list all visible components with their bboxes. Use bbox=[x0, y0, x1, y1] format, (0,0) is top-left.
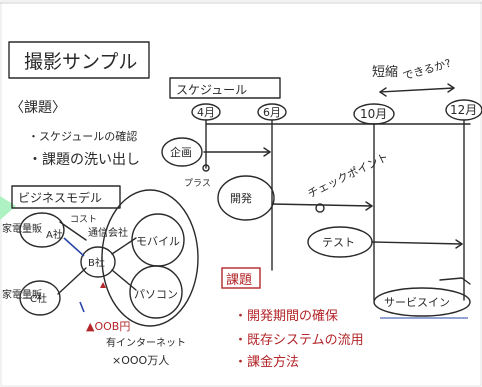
task-development: 開発 bbox=[230, 191, 252, 205]
month-label-dec: 12月 bbox=[450, 103, 477, 117]
task-test-arrow bbox=[371, 241, 463, 245]
month-label-oct: 10月 bbox=[360, 107, 387, 121]
communication-company-label: 通信会社 bbox=[88, 226, 128, 239]
blue-arrow-lower bbox=[79, 301, 85, 313]
business-model-label: ビジネスモデル bbox=[18, 190, 102, 205]
task-planning: 企画 bbox=[170, 145, 192, 159]
shorten-arrow-right-head bbox=[447, 83, 455, 93]
pc-circle bbox=[129, 265, 183, 319]
a-company-label: A社 bbox=[46, 228, 63, 241]
arrow-b-to-pc bbox=[111, 269, 137, 291]
issues-heading: 〈課題〉 bbox=[10, 100, 66, 116]
schedule-label-box bbox=[169, 77, 281, 99]
task-development-arrow bbox=[271, 203, 373, 207]
task-planning-circle bbox=[161, 137, 203, 167]
chain-bottom-label: 家電量販 bbox=[2, 288, 42, 301]
month-label-jun: 6月 bbox=[263, 106, 281, 119]
month-label-apr: 4月 bbox=[197, 106, 215, 119]
c-company-label: C社 bbox=[30, 292, 47, 305]
planning-dot bbox=[202, 164, 210, 172]
task-test: テスト bbox=[322, 236, 355, 249]
count-note: ×OOO万人 bbox=[112, 354, 169, 367]
task-development-circle bbox=[217, 175, 275, 221]
blue-arrow-upper bbox=[63, 237, 85, 257]
service-in-flag bbox=[439, 277, 471, 285]
red-triangle-marker bbox=[100, 282, 106, 288]
shorten-arrow bbox=[379, 87, 455, 93]
mobile-label: モバイル bbox=[136, 235, 180, 248]
arrow-c-to-b bbox=[57, 267, 87, 295]
internet-note: 有インターネット bbox=[106, 336, 186, 349]
plus-label: プラス bbox=[184, 178, 211, 189]
red-issue-item-2: ・既存システムの流用 bbox=[234, 333, 364, 348]
task-development-arrow-head bbox=[365, 201, 373, 211]
b-company-circle bbox=[80, 246, 116, 278]
shorten-label: 短縮 bbox=[372, 64, 398, 80]
b-company-label: B社 bbox=[88, 256, 105, 269]
service-in-label: サービスイン bbox=[384, 296, 450, 309]
green-marker-highlight bbox=[0, 196, 16, 220]
red-issues-heading: 課題 bbox=[226, 272, 252, 288]
page-title: 撮影サンプル bbox=[24, 51, 137, 73]
task-test-arrow-head bbox=[455, 239, 463, 249]
checkpoint-dot bbox=[315, 203, 325, 213]
red-issue-item-1: ・開発期間の確保 bbox=[234, 308, 338, 324]
pc-label: パソコン bbox=[134, 288, 178, 301]
arrow-a-to-b bbox=[59, 221, 87, 241]
schedule-label: スケジュール bbox=[176, 83, 247, 97]
issue-item-2: ・課題の洗い出し bbox=[28, 152, 140, 168]
red-issues-box bbox=[221, 267, 261, 289]
service-in-bubble bbox=[373, 287, 471, 317]
business-outer-loop bbox=[101, 189, 199, 327]
cost-label: コスト bbox=[70, 215, 97, 225]
arrow-b-to-mobile bbox=[111, 237, 137, 255]
task-planning-arrow-head bbox=[263, 147, 271, 157]
c-company-circle bbox=[19, 280, 61, 316]
a-company-circle bbox=[19, 212, 65, 248]
issue-item-1: ・スケジュールの確認 bbox=[28, 129, 137, 143]
title-box bbox=[8, 41, 150, 79]
chain-top-label: 家電量販 bbox=[2, 222, 42, 235]
revenue-note: ▲OOB円 bbox=[86, 320, 130, 333]
red-issue-item-3: ・課金方法 bbox=[234, 354, 299, 370]
shorten-arrow-left-head bbox=[379, 87, 387, 97]
business-model-box bbox=[11, 185, 121, 209]
